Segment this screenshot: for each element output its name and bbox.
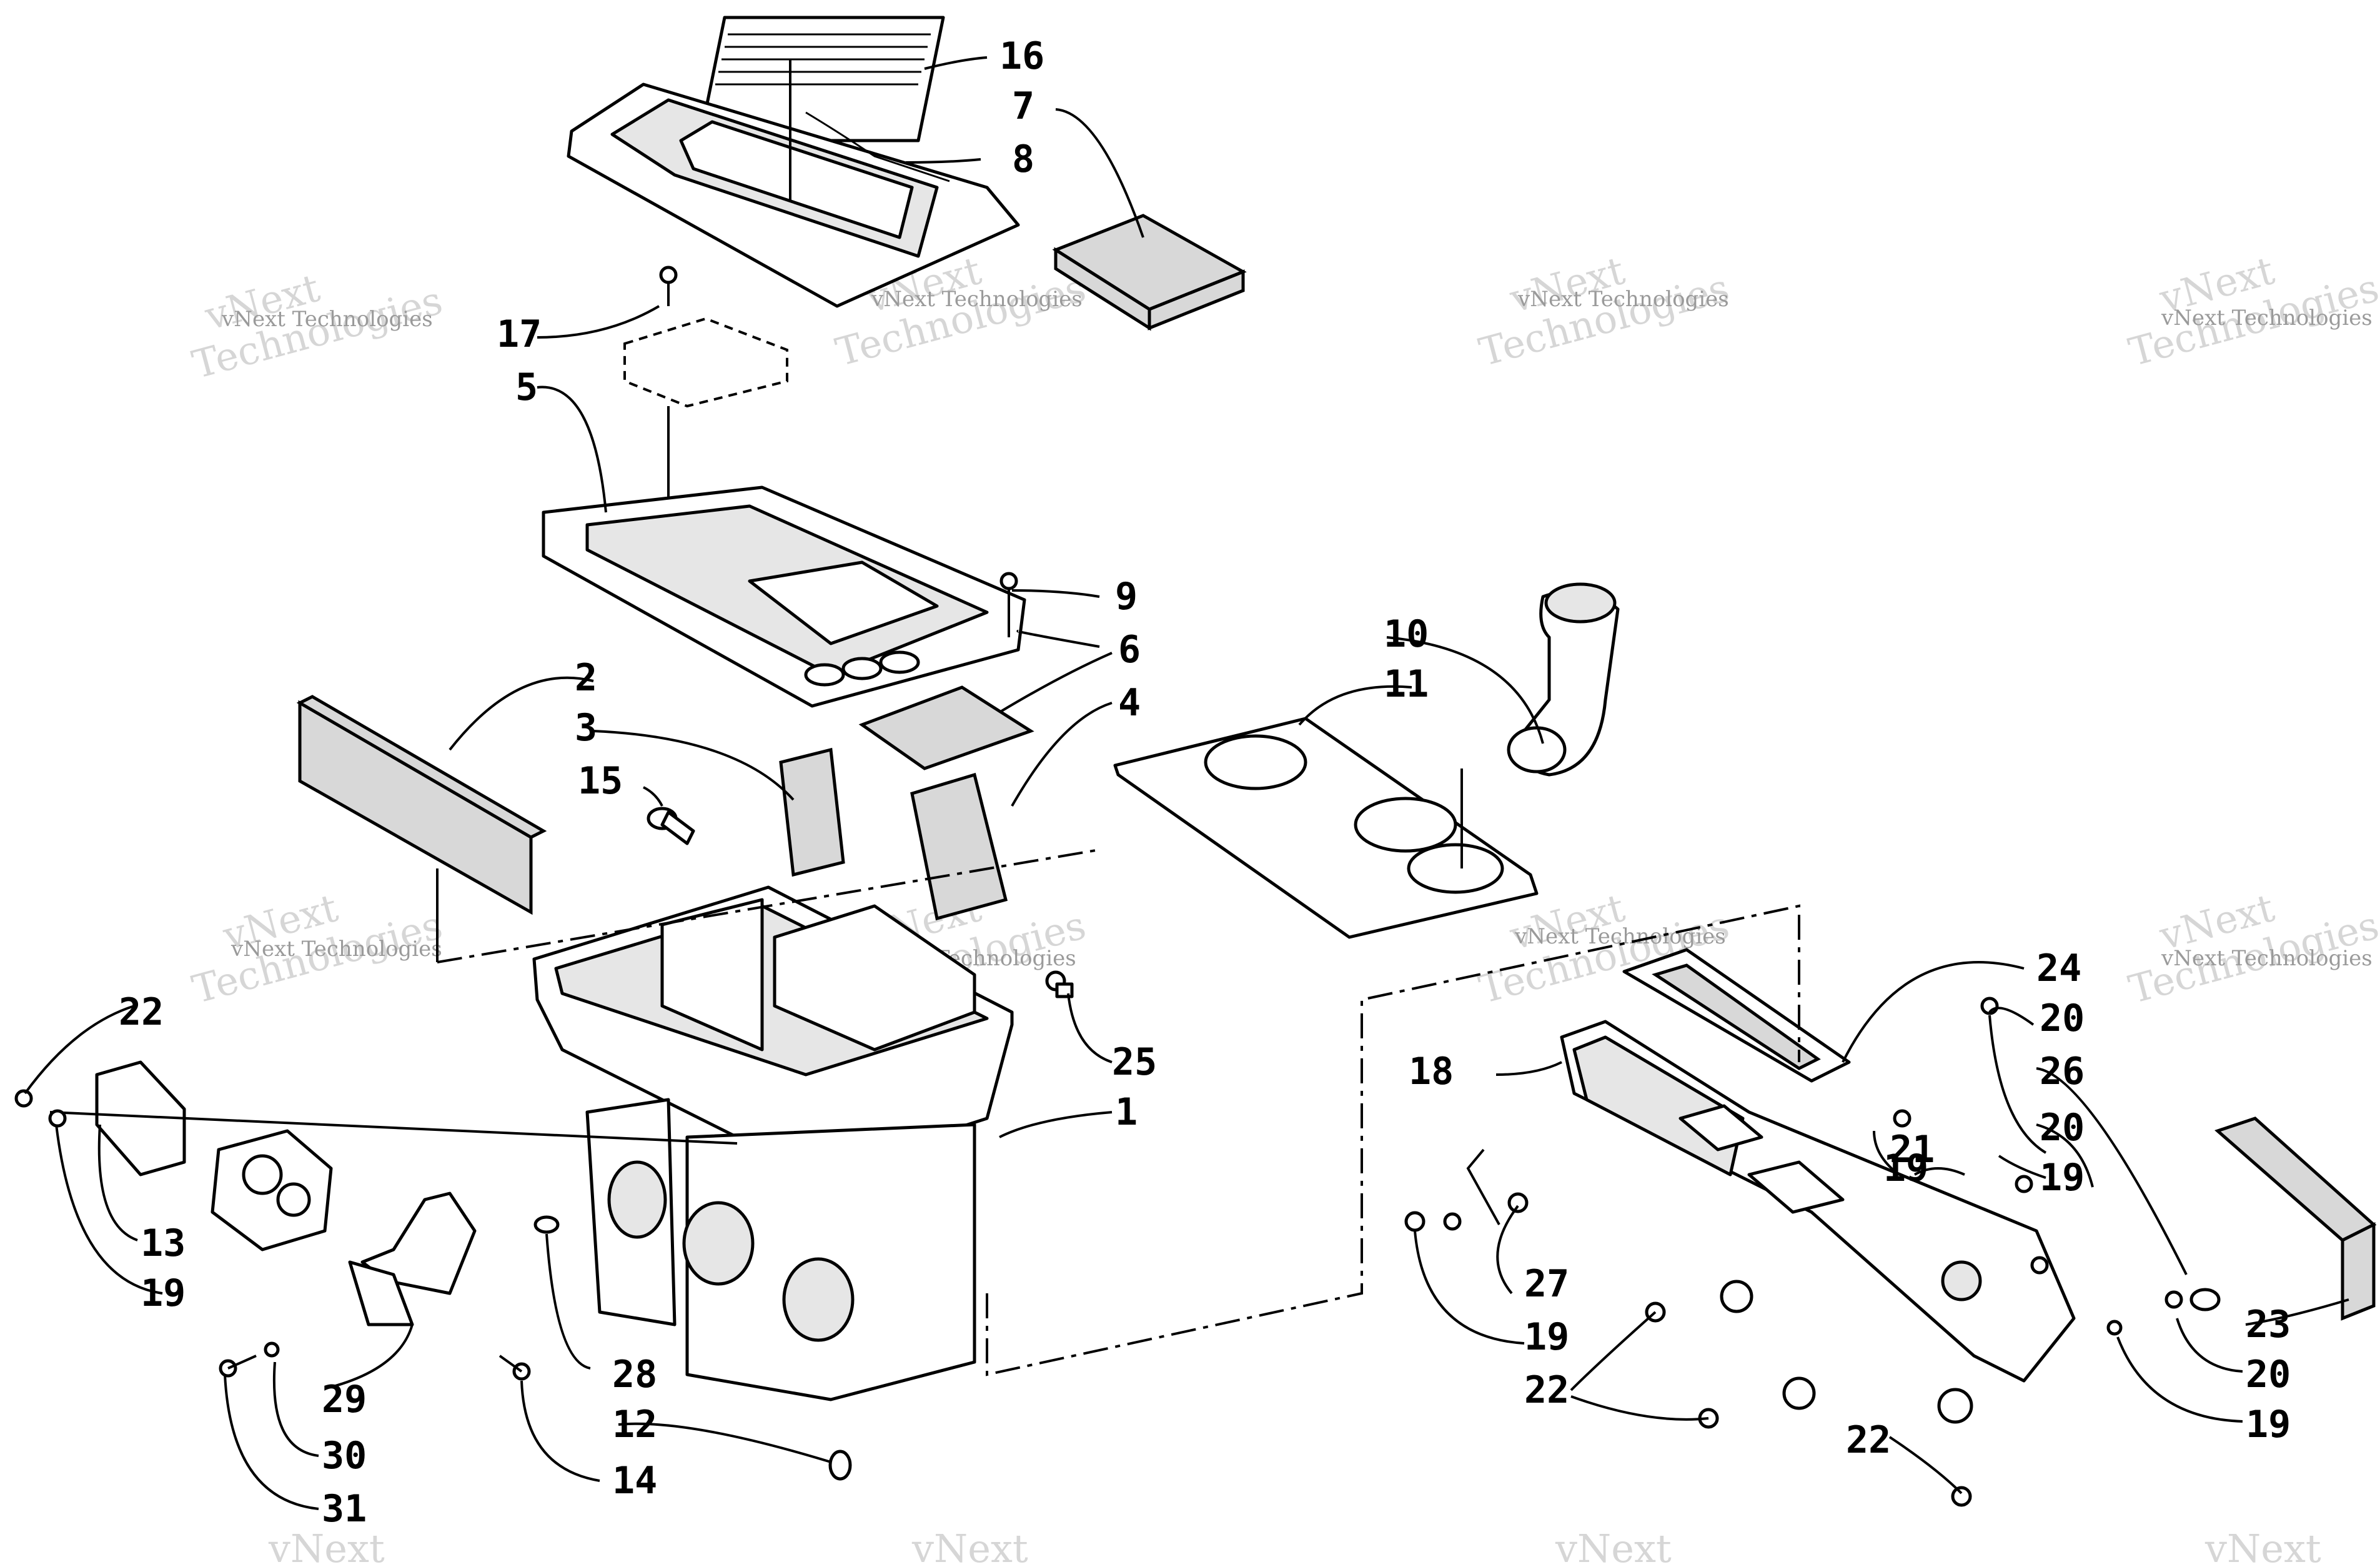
callout-22c: 22 <box>1846 1418 1891 1462</box>
part-screw-9 <box>999 572 1018 637</box>
part-intake-duct <box>1560 1020 2076 1383</box>
callout-6: 6 <box>1118 628 1141 672</box>
part-foam-6 <box>858 685 1034 770</box>
part-foam-4 <box>910 772 1008 921</box>
part-rod-27 <box>1466 1148 1500 1225</box>
watermark: vNext Technologies <box>2124 247 2380 375</box>
watermark-brand: vNext <box>2204 1526 2321 1567</box>
watermark-company: vNext Technologies <box>1517 287 1729 312</box>
vent-holes <box>804 650 920 687</box>
callout-1: 1 <box>1115 1090 1138 1134</box>
callout-10: 10 <box>1384 612 1429 656</box>
callout-21: 21 <box>1890 1128 1935 1172</box>
part-filter-pad <box>1052 214 1247 331</box>
watermark-brand: vNext <box>911 1526 1028 1567</box>
part-air-box-base <box>532 885 1014 1401</box>
callout-11: 11 <box>1384 662 1429 706</box>
part-screw-17 <box>659 266 678 306</box>
callout-25: 25 <box>1112 1040 1157 1084</box>
callout-16: 16 <box>999 34 1044 78</box>
watermark: vNext Technologies <box>2124 885 2380 1012</box>
part-bolt-15 <box>647 807 695 845</box>
callout-29: 29 <box>322 1378 367 1421</box>
callout-18: 18 <box>1409 1050 1454 1093</box>
callout-27: 27 <box>1524 1262 1569 1306</box>
part-screw-25 <box>1045 970 1074 998</box>
part-clip-29 <box>348 1191 477 1326</box>
callout-28: 28 <box>612 1353 657 1396</box>
part-fasteners-right <box>1404 997 2183 1507</box>
watermark-company: vNext Technologies <box>2161 946 2373 971</box>
callout-9: 9 <box>1115 575 1138 619</box>
part-pump-assembly <box>49 1111 738 1251</box>
part-air-box-tray <box>542 485 1026 708</box>
watermark-brand: vNext <box>1555 1526 1672 1567</box>
callout-12: 12 <box>612 1403 657 1446</box>
part-cap-26 <box>2189 1288 2221 1311</box>
assembly-lines <box>437 848 1800 1376</box>
callout-19c: 19 <box>1883 1147 1928 1190</box>
callouts: 16 7 8 17 5 9 10 11 6 2 3 4 15 24 22 25 … <box>119 34 2291 1531</box>
callout-8: 8 <box>1012 137 1034 181</box>
part-washer-28 <box>533 1215 560 1234</box>
callout-5: 5 <box>515 366 538 409</box>
callout-13: 13 <box>141 1221 186 1265</box>
watermark-company: vNext Technologies <box>2161 306 2373 331</box>
callout-4: 4 <box>1118 681 1141 725</box>
part-elbow-10 <box>1507 582 1620 777</box>
leader-lines <box>24 56 2349 1510</box>
callout-2: 2 <box>575 656 597 700</box>
callout-20a: 20 <box>2040 997 2085 1040</box>
callout-20c: 20 <box>2246 1353 2291 1396</box>
part-air-box-cover <box>567 59 1020 308</box>
part-foam-2 <box>296 695 547 962</box>
callout-7: 7 <box>1012 84 1034 128</box>
part-plug-12 <box>828 1450 852 1481</box>
part-plate-11 <box>1113 717 1539 939</box>
part-pad-23 <box>2214 1117 2377 1321</box>
callout-30: 30 <box>322 1434 367 1478</box>
callout-20b: 20 <box>2040 1106 2085 1150</box>
callout-31: 31 <box>322 1487 367 1531</box>
part-foam-3 <box>779 747 845 877</box>
part-bracket-13 <box>95 1060 186 1176</box>
callout-14: 14 <box>612 1459 657 1503</box>
part-gasket-24 <box>1622 948 1851 1083</box>
part-fasteners-left <box>14 1089 531 1381</box>
callout-24: 24 <box>2036 947 2081 990</box>
callout-26: 26 <box>2040 1050 2085 1093</box>
callout-22b: 22 <box>1524 1368 1569 1412</box>
watermark-company: vNext Technologies <box>871 287 1083 312</box>
callout-3: 3 <box>575 706 597 750</box>
watermark-company: vNext Technologies <box>221 307 433 332</box>
callout-19a: 19 <box>2040 1156 2085 1200</box>
callout-17: 17 <box>497 312 542 356</box>
watermark-brand: vNext <box>268 1526 385 1567</box>
callout-19e: 19 <box>2246 1403 2291 1446</box>
callout-19d: 19 <box>1524 1315 1569 1359</box>
callout-23: 23 <box>2246 1303 2291 1346</box>
callout-22a: 22 <box>119 990 164 1034</box>
callout-15: 15 <box>578 759 623 803</box>
part-decal <box>698 16 945 142</box>
watermark-company: vNext Technologies <box>231 937 442 962</box>
callout-19b: 19 <box>141 1271 186 1315</box>
